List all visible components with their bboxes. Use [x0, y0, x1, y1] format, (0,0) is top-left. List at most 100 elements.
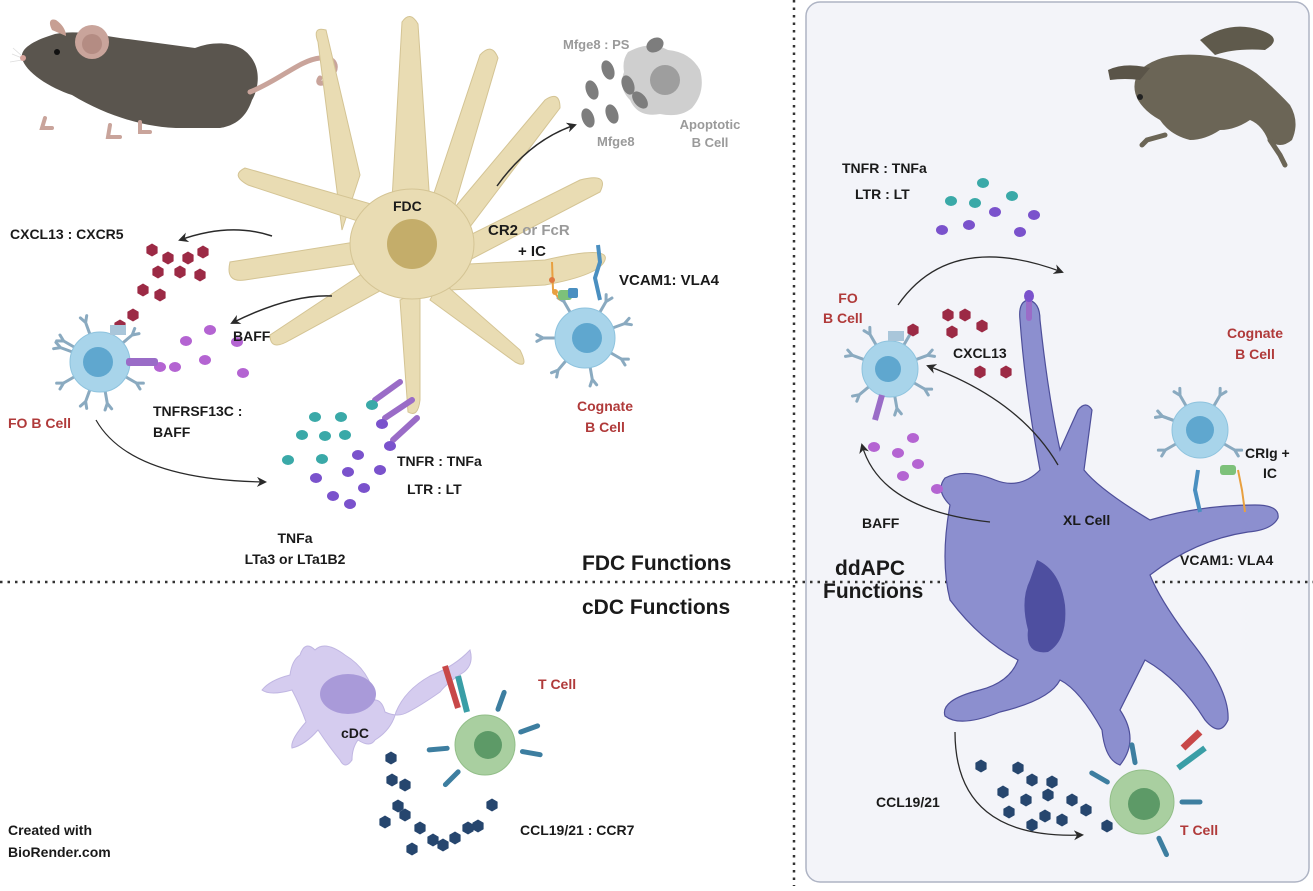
- cxcl13-molecule: [154, 288, 166, 302]
- baff-molecule: [180, 336, 192, 346]
- ccl-molecule: [437, 838, 449, 852]
- ddapc-title-1: ddAPC: [835, 557, 905, 580]
- lt-molecule: [1028, 210, 1040, 220]
- ccl-molecule: [1012, 761, 1024, 775]
- apoptotic-b-cell: [622, 45, 702, 116]
- t-cell-label-left: T Cell: [538, 676, 577, 692]
- ccl-molecule: [392, 799, 404, 813]
- baff-molecule: [912, 459, 924, 469]
- fdc-cell-label: FDC: [393, 198, 422, 214]
- antibody: [1212, 386, 1228, 408]
- antibody: [609, 351, 630, 367]
- baff-molecule: [892, 448, 904, 458]
- fo-label-right-2: B Cell: [823, 310, 863, 326]
- lt-molecule: [352, 450, 364, 460]
- ccl-molecule: [399, 778, 411, 792]
- antibody: [78, 314, 92, 336]
- credit-line-2: BioRender.com: [8, 844, 111, 860]
- tcr: [519, 749, 543, 758]
- xl-tip-receptor: [1024, 290, 1034, 321]
- antibody: [912, 381, 934, 397]
- ccl-molecule: [1020, 793, 1032, 807]
- cdc-functions-title: cDC Functions: [582, 596, 731, 619]
- arrow-baff-right: [859, 443, 991, 523]
- fdc-cell: [228, 16, 606, 414]
- ltr-lt-label-right: LTR : LT: [855, 186, 910, 202]
- ccl-molecule: [462, 821, 474, 835]
- tcr: [1156, 835, 1170, 858]
- ccl-molecule: [1101, 819, 1113, 833]
- cxcl13-molecule: [976, 319, 988, 333]
- antibody: [588, 366, 599, 388]
- cxcl13-molecule: [152, 265, 164, 279]
- lta-label: LTa3 or LTa1B2: [244, 551, 346, 567]
- lt-molecules-right: [936, 207, 1040, 237]
- antibody: [862, 325, 878, 347]
- plus-ic-label: + IC: [518, 243, 546, 260]
- xl-cell: [940, 299, 1279, 766]
- ccl-molecule: [427, 833, 439, 847]
- tnfr-ltr-receptors: [366, 379, 420, 451]
- antibody: [55, 375, 76, 391]
- antibody: [55, 333, 76, 349]
- ccl-molecule: [386, 773, 398, 787]
- arrow-to-xl-tip: [897, 256, 1064, 306]
- or-fcr-text: or FcR: [522, 222, 570, 239]
- tnfa-molecule: [316, 454, 328, 464]
- cxcl13-molecules: [114, 243, 209, 333]
- ccl19-21-molecules-right: [975, 759, 1113, 833]
- arrow-fo-to-tnf: [95, 419, 267, 487]
- ccl-molecule: [1003, 805, 1015, 819]
- baff-label: BAFF: [233, 328, 271, 344]
- cdc-cell-label: cDC: [341, 725, 370, 741]
- tnfa-molecule: [319, 431, 331, 441]
- tnfa-molecule: [339, 430, 351, 440]
- crig-label-1: CRIg +: [1245, 445, 1290, 461]
- cxcl13-molecules-right: [907, 308, 1012, 379]
- antibody: [535, 333, 557, 343]
- antibody: [78, 388, 92, 410]
- mfge8-molecules: [581, 37, 664, 128]
- tnfa-molecule: [969, 198, 981, 208]
- tnfrsf13c-label: TNFRSF13C :: [153, 403, 243, 419]
- tcr: [518, 723, 541, 735]
- ccl-molecule: [975, 759, 987, 773]
- cxcl13-molecule: [146, 243, 158, 257]
- arrow-cxcl13: [178, 229, 273, 242]
- mfge8-ps-label: Mfge8 : PS: [563, 37, 630, 52]
- cxcl13-label-right: CXCL13: [953, 345, 1007, 361]
- antibody: [598, 293, 614, 314]
- cxcl13-molecule: [197, 245, 209, 259]
- antibody: [103, 390, 114, 412]
- ccl-molecule: [1026, 818, 1038, 832]
- ccl-molecule: [1039, 809, 1051, 823]
- cxcl13-molecule: [194, 268, 206, 282]
- antibody: [52, 340, 74, 354]
- crig-label-2: IC: [1263, 465, 1277, 481]
- baff-molecule: [931, 484, 943, 494]
- cxcl13-molecule: [127, 308, 139, 322]
- mfge8-label: Mfge8: [597, 134, 635, 149]
- ccl-molecule: [1042, 788, 1054, 802]
- ccl-molecule: [399, 808, 411, 822]
- tnfa-molecule: [335, 412, 347, 422]
- lt-molecule: [989, 207, 1001, 217]
- lt-molecule: [358, 483, 370, 493]
- apoptotic-label-1: Apoptotic: [679, 117, 741, 132]
- cxcr5-receptor: [110, 325, 126, 335]
- tnfrsf13c-baff-label: BAFF: [153, 424, 191, 440]
- ltr-lt-label: LTR : LT: [407, 481, 462, 497]
- antibody: [914, 348, 937, 361]
- xl-nucleus: [1024, 560, 1066, 653]
- arrow-xl-to-fo: [926, 364, 1059, 466]
- baff-molecules-right: [868, 433, 943, 494]
- baff-molecule: [169, 362, 181, 372]
- tnfa-molecule: [282, 455, 294, 465]
- baff-molecule: [231, 337, 243, 347]
- lt-molecule: [310, 473, 322, 483]
- ccl-ccr7-label: CCL19/21 : CCR7: [520, 822, 635, 838]
- ccl-molecule: [385, 751, 397, 765]
- tnfa-molecule: [1006, 191, 1018, 201]
- cr2-text: CR2: [488, 222, 519, 239]
- cognate-label-1: Cognate: [577, 398, 633, 414]
